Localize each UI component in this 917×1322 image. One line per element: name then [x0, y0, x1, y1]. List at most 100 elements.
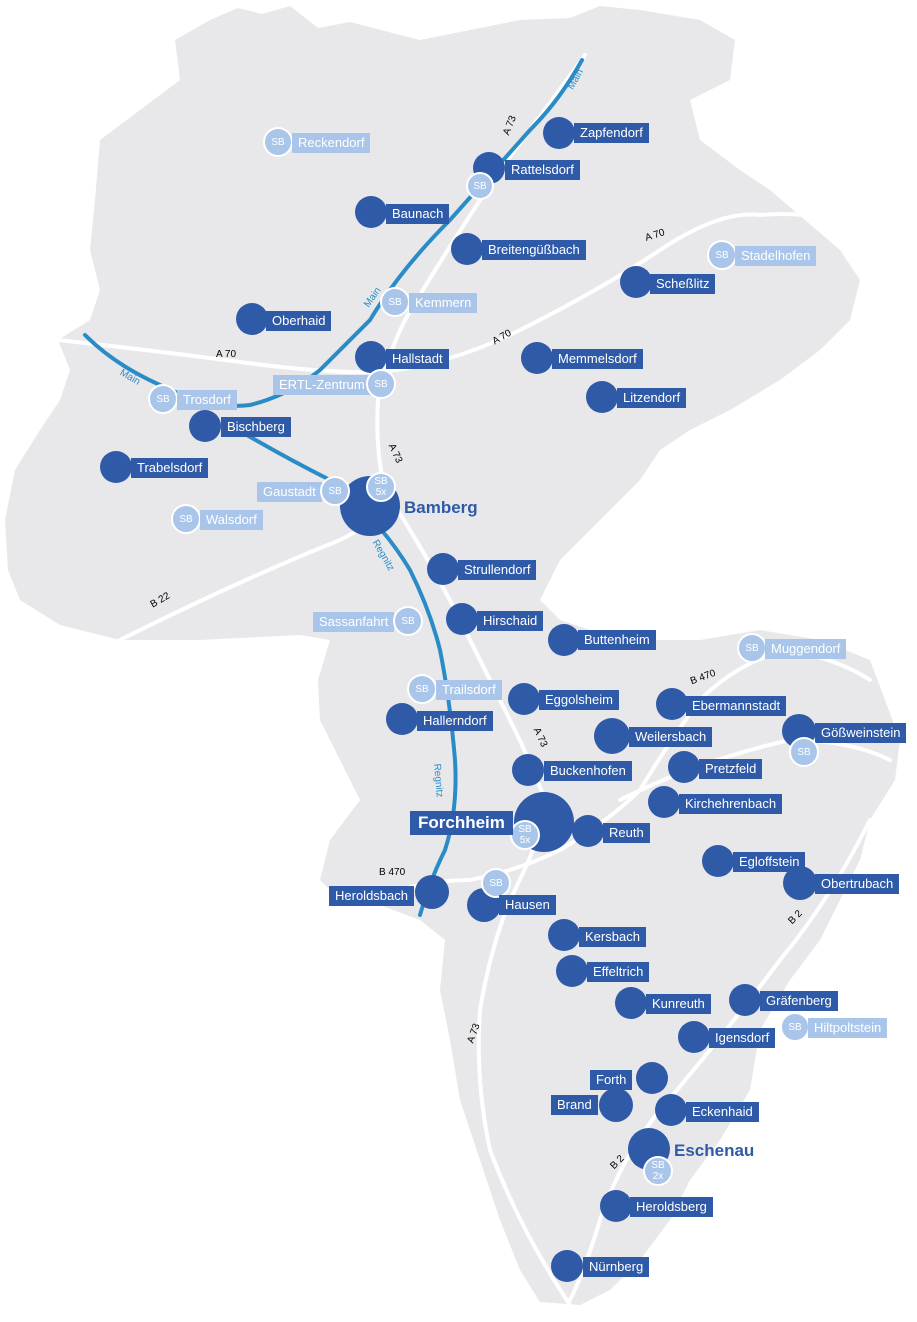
- heroldsbach-label[interactable]: Heroldsbach: [329, 886, 414, 906]
- oberhaid-dot[interactable]: [236, 303, 268, 335]
- kunreuth-dot[interactable]: [615, 987, 647, 1019]
- trailsdorf-label[interactable]: Trailsdorf: [436, 680, 502, 700]
- brand-dot[interactable]: [599, 1088, 633, 1122]
- eckenhaid-label[interactable]: Eckenhaid: [686, 1102, 759, 1122]
- goessweinstein-label[interactable]: Gößweinstein: [815, 723, 907, 743]
- trabelsdorf-label[interactable]: Trabelsdorf: [131, 458, 209, 478]
- sassanfahrt-sb-icon[interactable]: SB: [393, 606, 423, 636]
- ertl-label[interactable]: ERTL-Zentrum: [273, 375, 371, 395]
- strullendorf-label[interactable]: Strullendorf: [458, 560, 537, 580]
- egloffstein-dot[interactable]: [702, 845, 734, 877]
- walsdorf-sb-icon[interactable]: SB: [171, 504, 201, 534]
- hausen-label[interactable]: Hausen: [499, 895, 556, 915]
- litzendorf-dot[interactable]: [586, 381, 618, 413]
- nuernberg-label[interactable]: Nürnberg: [583, 1257, 650, 1277]
- graefenberg-label[interactable]: Gräfenberg: [760, 991, 838, 1011]
- reckendorf-label[interactable]: Reckendorf: [292, 133, 371, 153]
- rattelsdorf-sb-icon[interactable]: SB: [466, 172, 494, 200]
- effeltrich-dot[interactable]: [556, 955, 588, 987]
- eschenau-label[interactable]: Eschenau: [674, 1141, 755, 1160]
- eggolsheim-dot[interactable]: [508, 683, 540, 715]
- weilersbach-dot[interactable]: [594, 718, 630, 754]
- memmelsdorf-label[interactable]: Memmelsdorf: [552, 349, 643, 369]
- hallstadt-label[interactable]: Hallstadt: [386, 349, 449, 369]
- eggolsheim-label[interactable]: Eggolsheim: [539, 690, 619, 710]
- reckendorf-sb-icon[interactable]: SB: [263, 127, 293, 157]
- kersbach-label[interactable]: Kersbach: [579, 927, 646, 947]
- stadelhofen-sb-icon[interactable]: SB: [707, 240, 737, 270]
- bischberg-label[interactable]: Bischberg: [221, 417, 291, 437]
- gaustadt-label[interactable]: Gaustadt: [257, 482, 322, 502]
- baunach-dot[interactable]: [355, 196, 387, 228]
- eckenhaid-dot[interactable]: [655, 1094, 687, 1126]
- egloffstein-label[interactable]: Egloffstein: [733, 852, 806, 872]
- forth-dot[interactable]: [636, 1062, 668, 1094]
- buckenhofen-dot[interactable]: [512, 754, 544, 786]
- zapfendorf-dot[interactable]: [543, 117, 575, 149]
- bamberg-label[interactable]: Bamberg: [404, 498, 478, 517]
- hirschaid-label[interactable]: Hirschaid: [477, 611, 544, 631]
- oberhaid-label[interactable]: Oberhaid: [266, 311, 332, 331]
- hiltpoltstein-sb-icon[interactable]: SB: [780, 1012, 810, 1042]
- trosdorf-sb-icon[interactable]: SB: [148, 384, 178, 414]
- hallerndorf-dot[interactable]: [386, 703, 418, 735]
- graefenberg-dot[interactable]: [729, 984, 761, 1016]
- trabelsdorf-dot[interactable]: [100, 451, 132, 483]
- pretzfeld-label[interactable]: Pretzfeld: [699, 759, 763, 779]
- bischberg-dot[interactable]: [189, 410, 221, 442]
- hallstadt-dot[interactable]: [355, 341, 387, 373]
- kirchehrenbach-dot[interactable]: [648, 786, 680, 818]
- brand-label[interactable]: Brand: [551, 1095, 598, 1115]
- kemmern-sb-icon[interactable]: SB: [380, 287, 410, 317]
- forth-label[interactable]: Forth: [590, 1070, 633, 1090]
- buttenheim-dot[interactable]: [548, 624, 580, 656]
- muggendorf-label[interactable]: Muggendorf: [765, 639, 847, 659]
- pretzfeld-dot[interactable]: [668, 751, 700, 783]
- heroldsberg-dot[interactable]: [600, 1190, 632, 1222]
- nuernberg-dot[interactable]: [551, 1250, 583, 1282]
- trailsdorf-sb-icon[interactable]: SB: [407, 674, 437, 704]
- weilersbach-label[interactable]: Weilersbach: [629, 727, 713, 747]
- buckenhofen-label[interactable]: Buckenhofen: [544, 761, 632, 781]
- strullendorf-dot[interactable]: [427, 553, 459, 585]
- hausen-sb-icon[interactable]: SB: [481, 868, 511, 898]
- hiltpoltstein-label[interactable]: Hiltpoltstein: [808, 1018, 888, 1038]
- hirschaid-dot[interactable]: [446, 603, 478, 635]
- obertrubach-label[interactable]: Obertrubach: [815, 874, 900, 894]
- memmelsdorf-dot[interactable]: [521, 342, 553, 374]
- heroldsbach-dot[interactable]: [415, 875, 449, 909]
- schesslitz-label[interactable]: Scheßlitz: [650, 274, 716, 294]
- hallerndorf-label[interactable]: Hallerndorf: [417, 711, 493, 731]
- schesslitz-dot[interactable]: [620, 266, 652, 298]
- igensdorf-label[interactable]: Igensdorf: [709, 1028, 776, 1048]
- goessweinstein-sb-icon[interactable]: SB: [789, 737, 819, 767]
- effeltrich-label[interactable]: Effeltrich: [587, 962, 650, 982]
- sassanfahrt-label[interactable]: Sassanfahrt: [313, 612, 395, 632]
- kirchehrenbach-label[interactable]: Kirchehrenbach: [679, 794, 783, 814]
- kemmern-label[interactable]: Kemmern: [409, 293, 478, 313]
- walsdorf-label[interactable]: Walsdorf: [200, 510, 263, 530]
- ebermannstadt-label[interactable]: Ebermannstadt: [686, 696, 787, 716]
- ertl-sb-icon[interactable]: SB: [366, 369, 396, 399]
- heroldsberg-label[interactable]: Heroldsberg: [630, 1197, 713, 1217]
- reuth-dot[interactable]: [572, 815, 604, 847]
- zapfendorf-label[interactable]: Zapfendorf: [574, 123, 649, 143]
- stadelhofen-label[interactable]: Stadelhofen: [735, 246, 817, 266]
- rattelsdorf-label[interactable]: Rattelsdorf: [505, 160, 580, 180]
- reuth-label[interactable]: Reuth: [603, 823, 650, 843]
- kunreuth-label[interactable]: Kunreuth: [646, 994, 711, 1014]
- kersbach-dot[interactable]: [548, 919, 580, 951]
- gaustadt-sb-icon[interactable]: SB: [320, 476, 350, 506]
- igensdorf-dot[interactable]: [678, 1021, 710, 1053]
- breitenguessbach-dot[interactable]: [451, 233, 483, 265]
- ebermannstadt-dot[interactable]: [656, 688, 688, 720]
- obertrubach-dot[interactable]: [783, 866, 817, 900]
- trosdorf-label[interactable]: Trosdorf: [177, 390, 237, 410]
- forchheim-label[interactable]: Forchheim: [410, 811, 513, 835]
- buttenheim-label[interactable]: Buttenheim: [578, 630, 656, 650]
- breitenguessbach-label[interactable]: Breitengüßbach: [482, 240, 586, 260]
- baunach-label[interactable]: Baunach: [386, 204, 450, 224]
